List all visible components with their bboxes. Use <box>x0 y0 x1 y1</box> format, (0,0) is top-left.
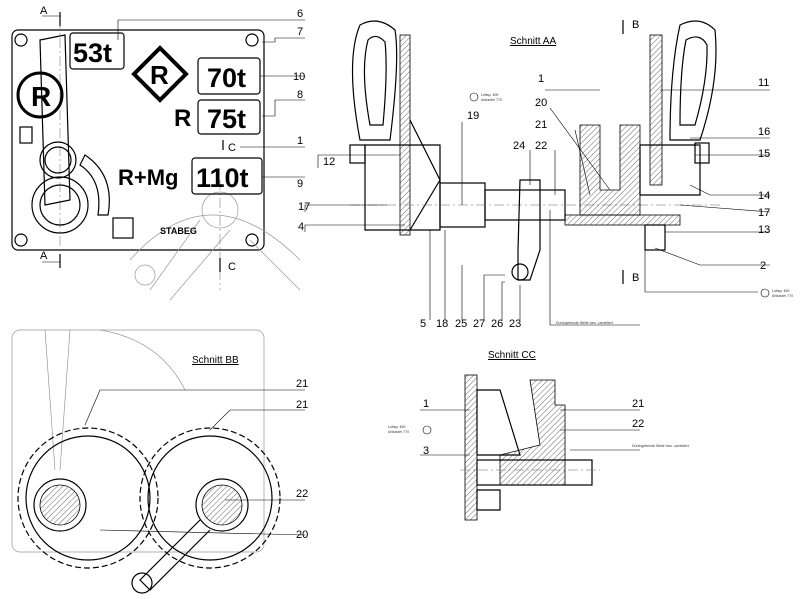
label-r-mg: R+Mg <box>118 165 179 190</box>
section-marker-b-bottom: B <box>632 272 639 284</box>
callout-3-cc: 3 <box>423 445 429 457</box>
shaft-note-aa: Durchgehende Welle bzw. Lamelliert <box>556 321 613 325</box>
callout-14: 14 <box>758 190 770 202</box>
front-view: R R 53t 70t R 75t R+Mg 110t STABEG A A C… <box>11 5 305 301</box>
section-bb-title: Schnitt BB <box>192 355 239 366</box>
section-marker-c-bottom: C <box>228 261 236 273</box>
plate-110 <box>191 157 263 195</box>
callout-21-bb-a: 21 <box>296 378 308 390</box>
callout-13: 13 <box>758 224 770 236</box>
callout-20-bb: 20 <box>296 529 308 541</box>
callout-4: 4 <box>298 221 304 233</box>
callout-5: 5 <box>420 318 426 330</box>
callout-21-bb-b: 21 <box>296 399 308 411</box>
callout-19: 19 <box>467 110 479 122</box>
shaft-note-cc: Durchgehende Welle bzw. Lamelliert <box>632 444 689 448</box>
callout-16: 16 <box>758 126 770 138</box>
weld-note-1: Luftsp. 40K <box>481 93 499 97</box>
callout-22: 22 <box>535 140 547 152</box>
gear-right <box>139 427 281 569</box>
callout-2: 2 <box>760 260 766 272</box>
callout-6: 6 <box>297 8 303 20</box>
bolt-hole <box>14 233 28 247</box>
callout-23: 23 <box>509 318 521 330</box>
section-bb: Schnitt BB 21 21 22 20 <box>11 329 308 594</box>
plate-53 <box>69 32 125 70</box>
callout-25: 25 <box>455 318 467 330</box>
weld-note-2b: Anbauter 770 <box>772 294 793 298</box>
circle-r-text: R <box>31 81 51 112</box>
bolt-hole <box>14 33 28 47</box>
callout-24: 24 <box>513 140 525 152</box>
gear-left <box>17 427 159 569</box>
weld-note-1b: Anbauter 770 <box>481 98 502 102</box>
callout-7: 7 <box>297 26 303 38</box>
callout-26: 26 <box>491 318 503 330</box>
section-aa: Schnitt AA B B <box>298 19 793 330</box>
section-marker-c-top: C <box>228 142 236 154</box>
callout-9: 9 <box>297 178 303 190</box>
callout-21-cc: 21 <box>632 398 644 410</box>
callout-12: 12 <box>323 156 335 168</box>
callout-8: 8 <box>297 89 303 101</box>
bolt-hole <box>245 33 259 47</box>
callout-1: 1 <box>297 135 303 147</box>
maker-label: STABEG <box>160 226 197 236</box>
section-marker-a-bottom: A <box>40 250 48 262</box>
weld-note-3: Luftsp. 40K <box>388 425 406 429</box>
callout-18: 18 <box>436 318 448 330</box>
callout-10: 10 <box>293 71 305 83</box>
section-aa-title: Schnitt AA <box>510 36 556 47</box>
bolt-hole <box>245 233 259 247</box>
callout-15: 15 <box>758 148 770 160</box>
lever <box>39 34 71 206</box>
base-plate <box>11 29 265 251</box>
section-cc-title: Schnitt CC <box>488 350 536 361</box>
callout-17: 17 <box>298 201 310 213</box>
callout-22-bb: 22 <box>296 488 308 500</box>
section-cc: Schnitt CC Luftsp. 40K Anbauter 770 Durc… <box>388 350 689 521</box>
section-marker-a-top: A <box>40 5 48 17</box>
weld-note-3b: Anbauter 770 <box>388 430 409 434</box>
plate-75-text: 75t <box>207 104 246 134</box>
callout-27: 27 <box>473 318 485 330</box>
callout-22-cc: 22 <box>632 418 644 430</box>
plate-110-text: 110t <box>196 163 249 193</box>
callout-1-cc: 1 <box>423 398 429 410</box>
callout-21: 21 <box>535 119 547 131</box>
section-marker-b-top: B <box>632 19 639 31</box>
label-r: R <box>174 105 191 132</box>
callout-11: 11 <box>758 77 769 89</box>
circle-r-symbol <box>16 71 64 119</box>
diamond-r-symbol <box>131 45 189 103</box>
plate-53-text: 53t <box>73 38 112 68</box>
plate-70-text: 70t <box>207 63 246 93</box>
callout-17-right: 17 <box>758 207 770 219</box>
weld-note-2: Luftsp. 40K <box>772 289 790 293</box>
diamond-r-text: R <box>150 60 169 90</box>
callout-1-aa: 1 <box>538 73 544 85</box>
callout-20: 20 <box>535 97 547 109</box>
plate-75 <box>197 99 261 135</box>
